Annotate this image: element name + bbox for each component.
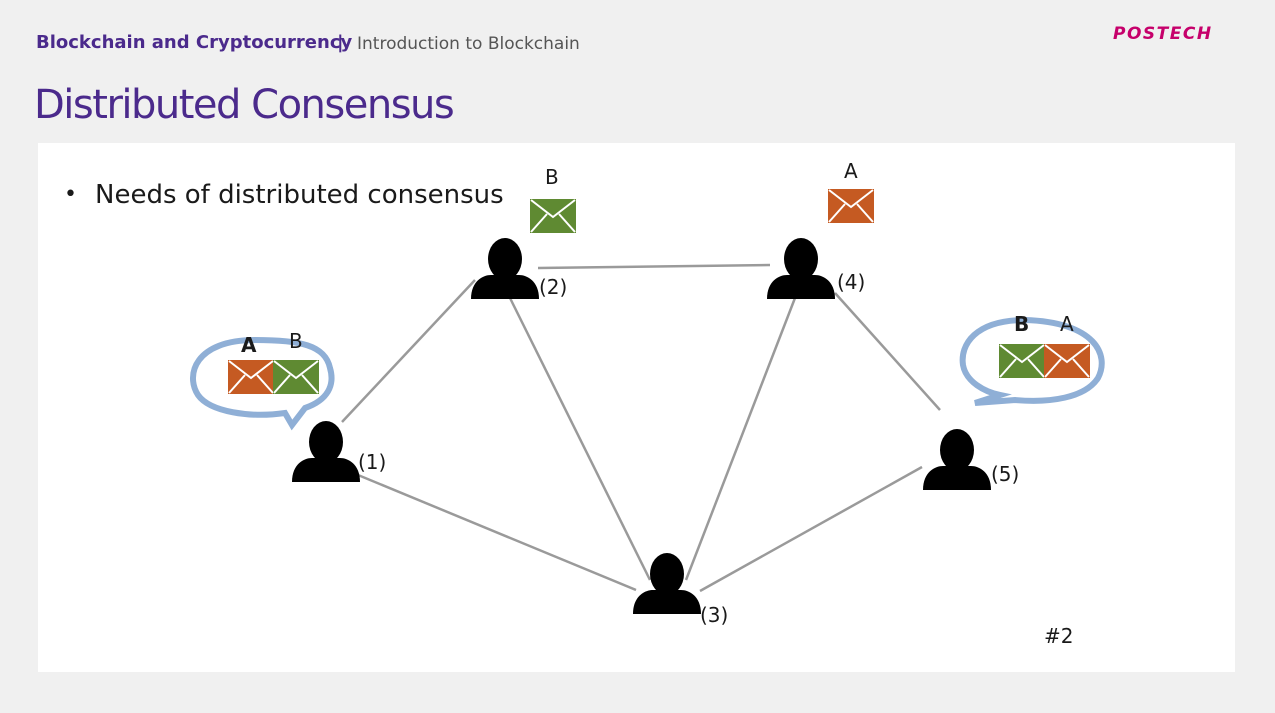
postech-logo: POSTECH [1113, 24, 1213, 44]
node-3-label: (3) [700, 603, 728, 627]
edge-3-5 [699, 465, 923, 593]
envelope-a-icon [828, 189, 874, 223]
bullet-dot: • [64, 182, 77, 207]
speech-bubble-node5 [959, 316, 1105, 406]
edge-4-5 [834, 292, 941, 411]
node-5-label: (5) [991, 462, 1019, 486]
node-5-message-b-label: B [1014, 312, 1029, 336]
node-5-message-a-label: A [1060, 312, 1074, 336]
node-4-message-a-label: A [844, 159, 858, 183]
node-4-label: (4) [837, 270, 865, 294]
node-2-message-b-label: B [545, 165, 559, 189]
envelope-b-icon [999, 344, 1045, 378]
node-2-icon [471, 238, 539, 299]
node-1-icon [292, 421, 360, 482]
edge-3-4 [684, 297, 797, 581]
content-panel [38, 143, 1235, 672]
envelope-a-icon [1044, 344, 1090, 378]
slide-number: #2 [1044, 624, 1073, 648]
header-separator: | [337, 32, 344, 53]
bullet-text: Needs of distributed consensus [95, 180, 504, 210]
edge-2-4 [537, 263, 771, 270]
envelope-a-icon [228, 360, 274, 394]
network-edges [341, 263, 941, 593]
node-1-message-b-label: B [289, 329, 303, 353]
node-4-icon [767, 238, 835, 299]
speech-bubble-node1 [190, 336, 335, 431]
node-1-label: (1) [358, 450, 386, 474]
envelope-b-icon [530, 199, 576, 233]
node-5-icon [923, 429, 991, 490]
edge-2-3 [508, 297, 652, 581]
node-3-icon [633, 553, 701, 614]
lecture-topic: Introduction to Blockchain [357, 34, 580, 54]
slide-title: Distributed Consensus [34, 82, 455, 128]
node-2-label: (2) [539, 275, 567, 299]
envelope-b-icon [273, 360, 319, 394]
edge-1-2 [341, 279, 476, 423]
edge-1-3 [357, 473, 637, 592]
course-title: Blockchain and Cryptocurrency [36, 32, 353, 53]
node-1-message-a-label: A [241, 333, 257, 357]
